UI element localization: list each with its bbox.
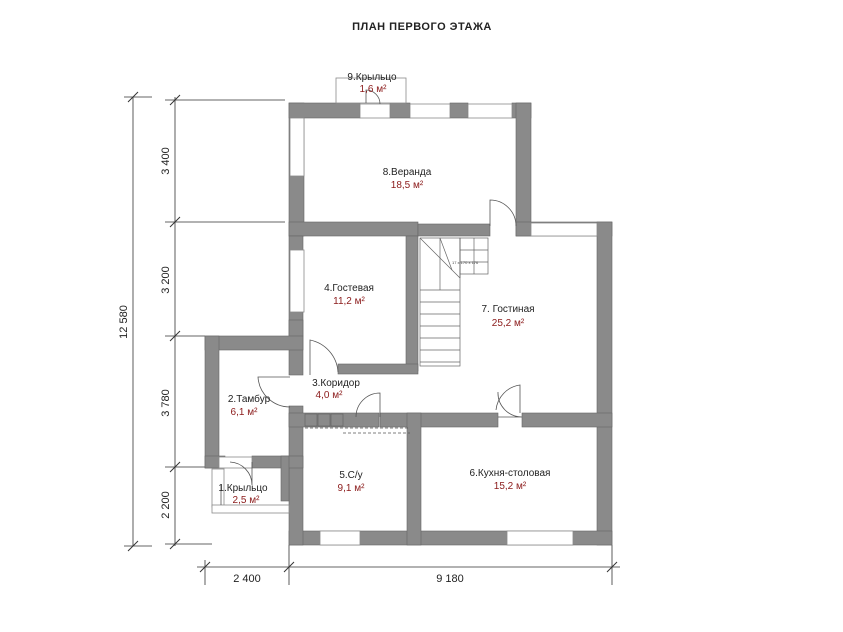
room-name-porch-1: 1.Крыльцо [218, 483, 268, 494]
doors [229, 89, 523, 486]
dim-width-1: 2 400 [233, 573, 261, 585]
room-area-kitchen: 15,2 м² [494, 481, 527, 492]
room-area-porch-9: 1,6 м² [360, 84, 388, 95]
stair-label: 17 x 170 x 176 [452, 260, 479, 265]
room-area-guest: 11,2 м² [333, 296, 365, 307]
dimension-lines [124, 91, 620, 585]
room-area-corridor: 4,0 м² [316, 390, 344, 401]
room-name-guest: 4.Гостевая [324, 283, 374, 294]
dim-height-2: 3 200 [160, 266, 172, 294]
dim-height-1: 3 400 [160, 147, 172, 175]
plan-title: ПЛАН ПЕРВОГО ЭТАЖА [352, 21, 492, 33]
room-area-porch-1: 2,5 м² [233, 495, 261, 506]
room-area-living: 25,2 м² [492, 318, 525, 329]
room-area-veranda: 18,5 м² [391, 180, 424, 191]
walls [204, 77, 613, 546]
room-name-veranda: 8.Веранда [383, 167, 432, 178]
room-area-bathroom: 9,1 м² [338, 483, 366, 494]
dim-height-4: 2 200 [160, 491, 172, 519]
dim-height-3: 3 780 [160, 389, 172, 417]
room-name-vestibule: 2.Тамбур [228, 393, 271, 405]
room-name-porch-9: 9.Крыльцо [347, 72, 397, 83]
staircase: 17 x 170 x 176 [419, 237, 489, 367]
room-name-bathroom: 5.С/у [339, 470, 362, 481]
bathroom-fixtures [304, 413, 410, 434]
room-name-corridor: 3.Коридор [312, 378, 360, 389]
room-labels: 9.Крыльцо 1,6 м² 8.Веранда 18,5 м² 4.Гос… [218, 72, 550, 506]
dim-width-2: 9 180 [436, 573, 464, 585]
room-area-vestibule: 6,1 м² [231, 407, 259, 418]
dim-total-height: 12 580 [118, 305, 130, 339]
porch-1-step [211, 504, 290, 514]
room-name-kitchen: 6.Кухня-столовая [470, 468, 551, 479]
room-name-living: 7. Гостиная [481, 304, 534, 315]
